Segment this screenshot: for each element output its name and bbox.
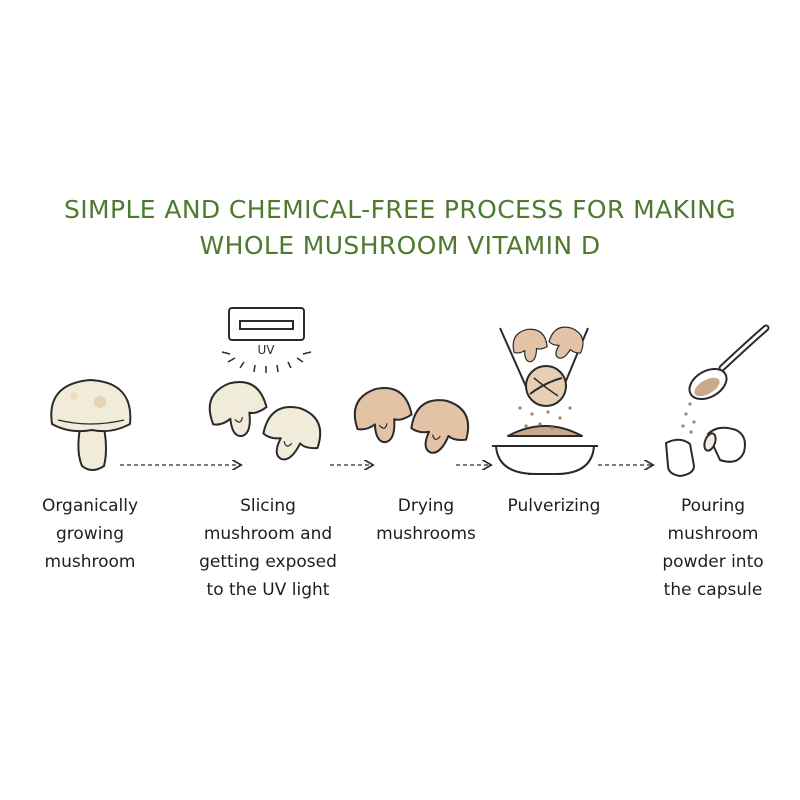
step-label-pulverizing: Pulverizing xyxy=(492,492,616,520)
step-label-drying: Drying mushrooms xyxy=(362,492,490,548)
sliced-mushroom-uv-icon xyxy=(203,375,327,468)
uv-lamp-icon xyxy=(222,308,311,373)
step-label-slicing-uv: Slicing mushroom and getting exposed to … xyxy=(182,492,354,604)
uv-label: UV xyxy=(258,343,276,357)
grinder-bowl-icon xyxy=(492,322,598,474)
pouring-powder-dots xyxy=(681,402,695,433)
whole-mushroom-icon xyxy=(51,380,130,470)
spoon-capsule-icon xyxy=(666,328,766,476)
dried-mushroom-icon xyxy=(349,382,474,460)
step-label-pouring-capsule: Pouring mushroom powder into the capsule xyxy=(640,492,786,604)
step-label-organically-growing: Organically growing mushroom xyxy=(14,492,166,576)
